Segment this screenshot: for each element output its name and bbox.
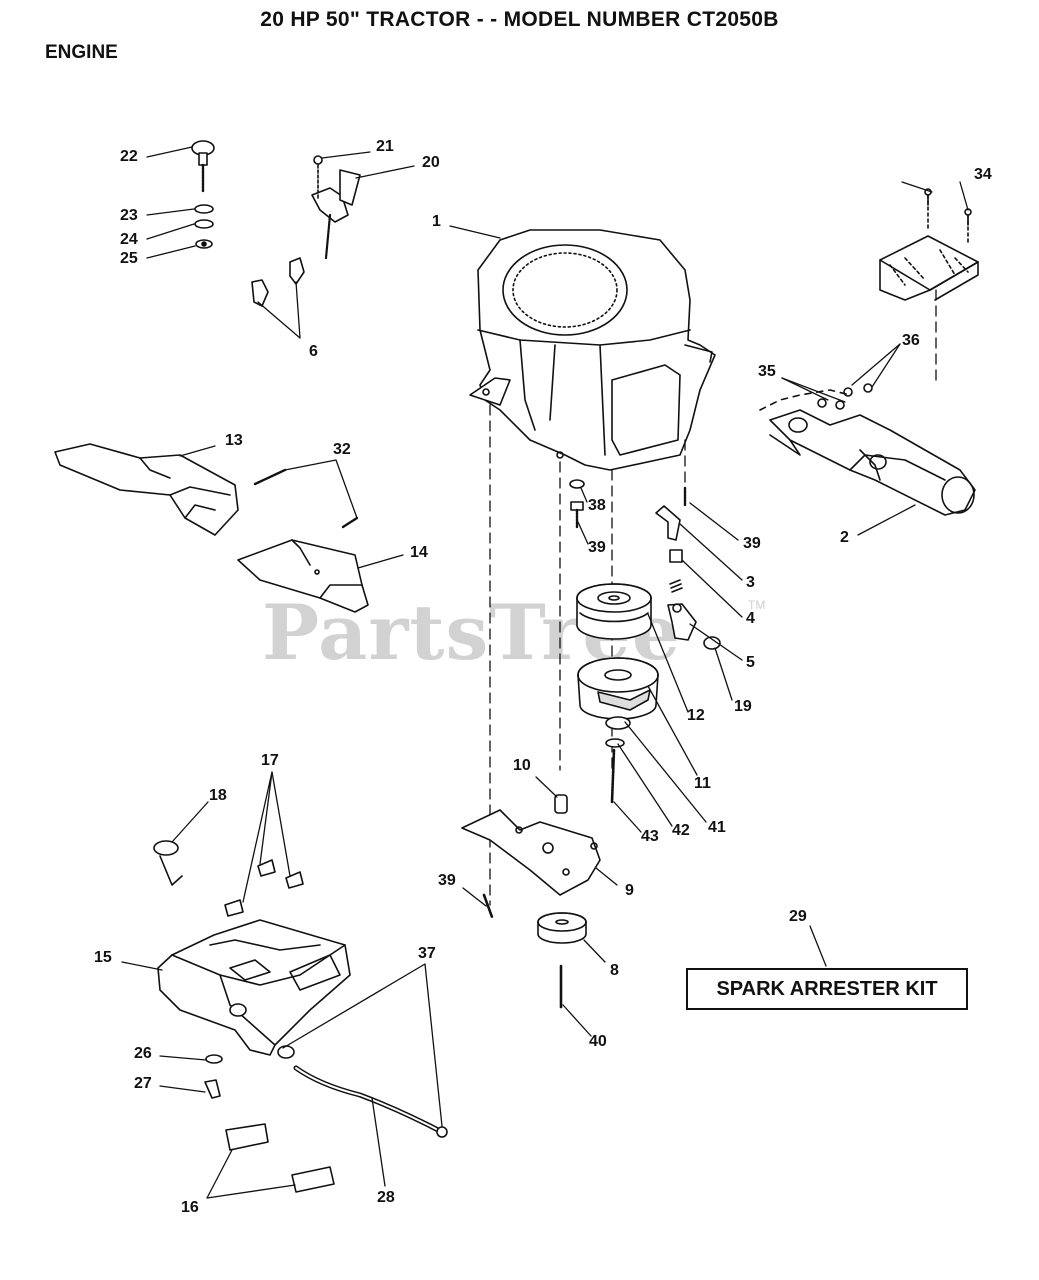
callout-39-plate: 39: [438, 872, 456, 889]
heat-shield-lower-part: [237, 468, 369, 613]
callout-23: 23: [120, 207, 138, 224]
callout-39-fitting: 39: [588, 539, 606, 556]
callout-16: 16: [181, 1199, 199, 1216]
callout-5: 5: [746, 654, 755, 671]
callout-37: 37: [418, 945, 436, 962]
callout-10: 10: [513, 757, 531, 774]
callout-39-bolt: 39: [743, 535, 761, 552]
callout-9: 9: [625, 882, 634, 899]
callout-38: 38: [588, 497, 606, 514]
callout-21: 21: [376, 138, 394, 155]
watermark-trademark: TM: [748, 598, 766, 612]
callout-3: 3: [746, 574, 755, 591]
engine-part: [469, 229, 716, 471]
fuel-line-part: [204, 1045, 448, 1193]
fuel-fittings: [569, 479, 721, 650]
idler-pulley-part: [537, 912, 587, 1010]
muffler-part: [759, 383, 976, 516]
callout-26: 26: [134, 1045, 152, 1062]
callout-43: 43: [641, 828, 659, 845]
callout-28: 28: [377, 1189, 395, 1206]
callout-29: 29: [789, 908, 807, 925]
callout-35: 35: [758, 363, 776, 380]
callout-12: 12: [687, 707, 705, 724]
heat-shield-upper-part: [54, 443, 239, 536]
callout-25: 25: [120, 250, 138, 267]
callout-6: 6: [309, 343, 318, 360]
callout-1: 1: [432, 213, 441, 230]
callout-8: 8: [610, 962, 619, 979]
callout-15: 15: [94, 949, 112, 966]
callout-34: 34: [974, 166, 992, 183]
callout-19: 19: [734, 698, 752, 715]
callout-4: 4: [746, 610, 755, 627]
muffler-bracket-part: [879, 188, 979, 301]
spark-arrester-kit-box: SPARK ARRESTER KIT: [686, 968, 968, 1010]
callout-11: 11: [694, 775, 711, 792]
throttle-parts: [191, 140, 361, 307]
page-title: 20 HP 50" TRACTOR - - MODEL NUMBER CT205…: [260, 8, 779, 31]
callout-27: 27: [134, 1075, 152, 1092]
callout-22: 22: [120, 148, 138, 165]
callout-20: 20: [422, 154, 440, 171]
callout-24: 24: [120, 231, 138, 248]
clutch-part: [577, 657, 659, 804]
pulley-part: [576, 583, 652, 640]
callout-2: 2: [840, 529, 849, 546]
callout-32: 32: [333, 441, 351, 458]
mount-plate-part: [461, 794, 601, 919]
callout-41: 41: [708, 819, 726, 836]
callout-14: 14: [410, 544, 428, 561]
callout-40: 40: [589, 1033, 607, 1050]
callout-18: 18: [209, 787, 227, 804]
section-heading: ENGINE: [45, 42, 118, 63]
leader-lines: [121, 146, 969, 1199]
callout-13: 13: [225, 432, 243, 449]
callout-36: 36: [902, 332, 920, 349]
callout-17: 17: [261, 752, 279, 769]
fuel-tank-part: [153, 840, 351, 1056]
callout-42: 42: [672, 822, 690, 839]
